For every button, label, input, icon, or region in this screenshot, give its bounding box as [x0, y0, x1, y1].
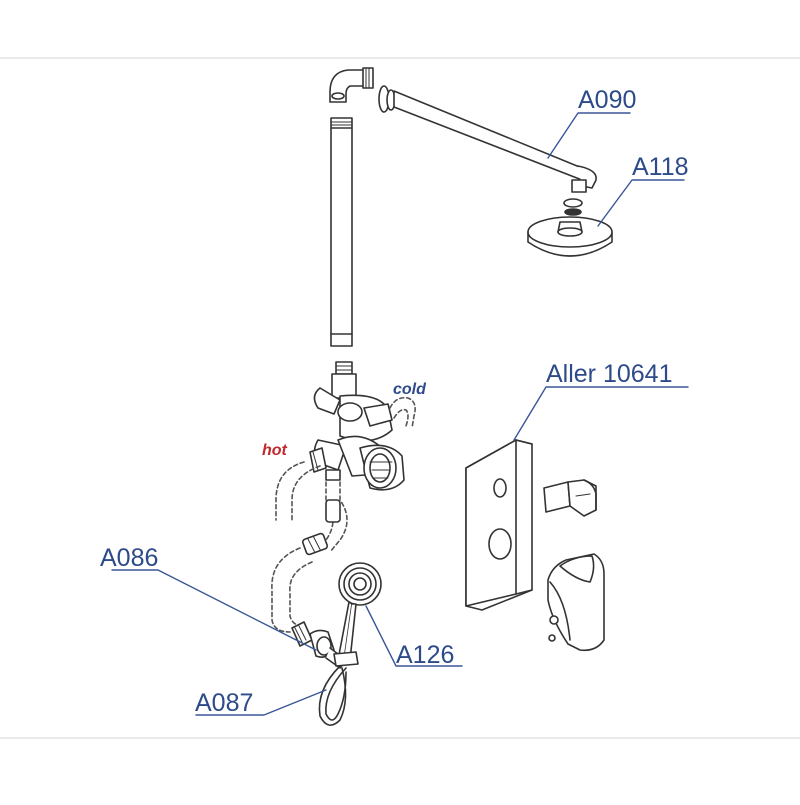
- trim-plate: [465, 439, 533, 611]
- top-elbow: [329, 67, 374, 103]
- label-a118: A118: [632, 153, 689, 181]
- cold-label: cold: [393, 381, 426, 398]
- leader-a090: [547, 112, 631, 159]
- mixer-valve-body: [309, 361, 405, 491]
- hand-shower: [333, 562, 382, 667]
- leader-a087: [195, 689, 327, 716]
- lever-handle: [547, 553, 605, 652]
- hot-label: hot: [262, 442, 287, 459]
- hose: [318, 665, 347, 726]
- riser-pipe: [330, 117, 353, 347]
- label-aller-10641: Aller 10641: [546, 360, 673, 388]
- shower-head: [527, 198, 613, 257]
- shower-arm: [378, 85, 597, 193]
- leader-a086: [111, 569, 317, 651]
- leader-aller: [513, 386, 689, 441]
- pipe-connector: [301, 499, 341, 556]
- leader-a118: [597, 179, 685, 227]
- label-a086: A086: [100, 544, 159, 572]
- leader-a126: [365, 605, 463, 667]
- leader-lines: [111, 112, 689, 716]
- diverter-knob: [543, 479, 597, 517]
- label-a126: A126: [396, 641, 455, 669]
- hot-supply-pipe: [275, 461, 321, 521]
- label-a087: A087: [195, 689, 254, 717]
- label-a090: A090: [578, 86, 637, 114]
- cold-supply-pipe: [389, 396, 416, 429]
